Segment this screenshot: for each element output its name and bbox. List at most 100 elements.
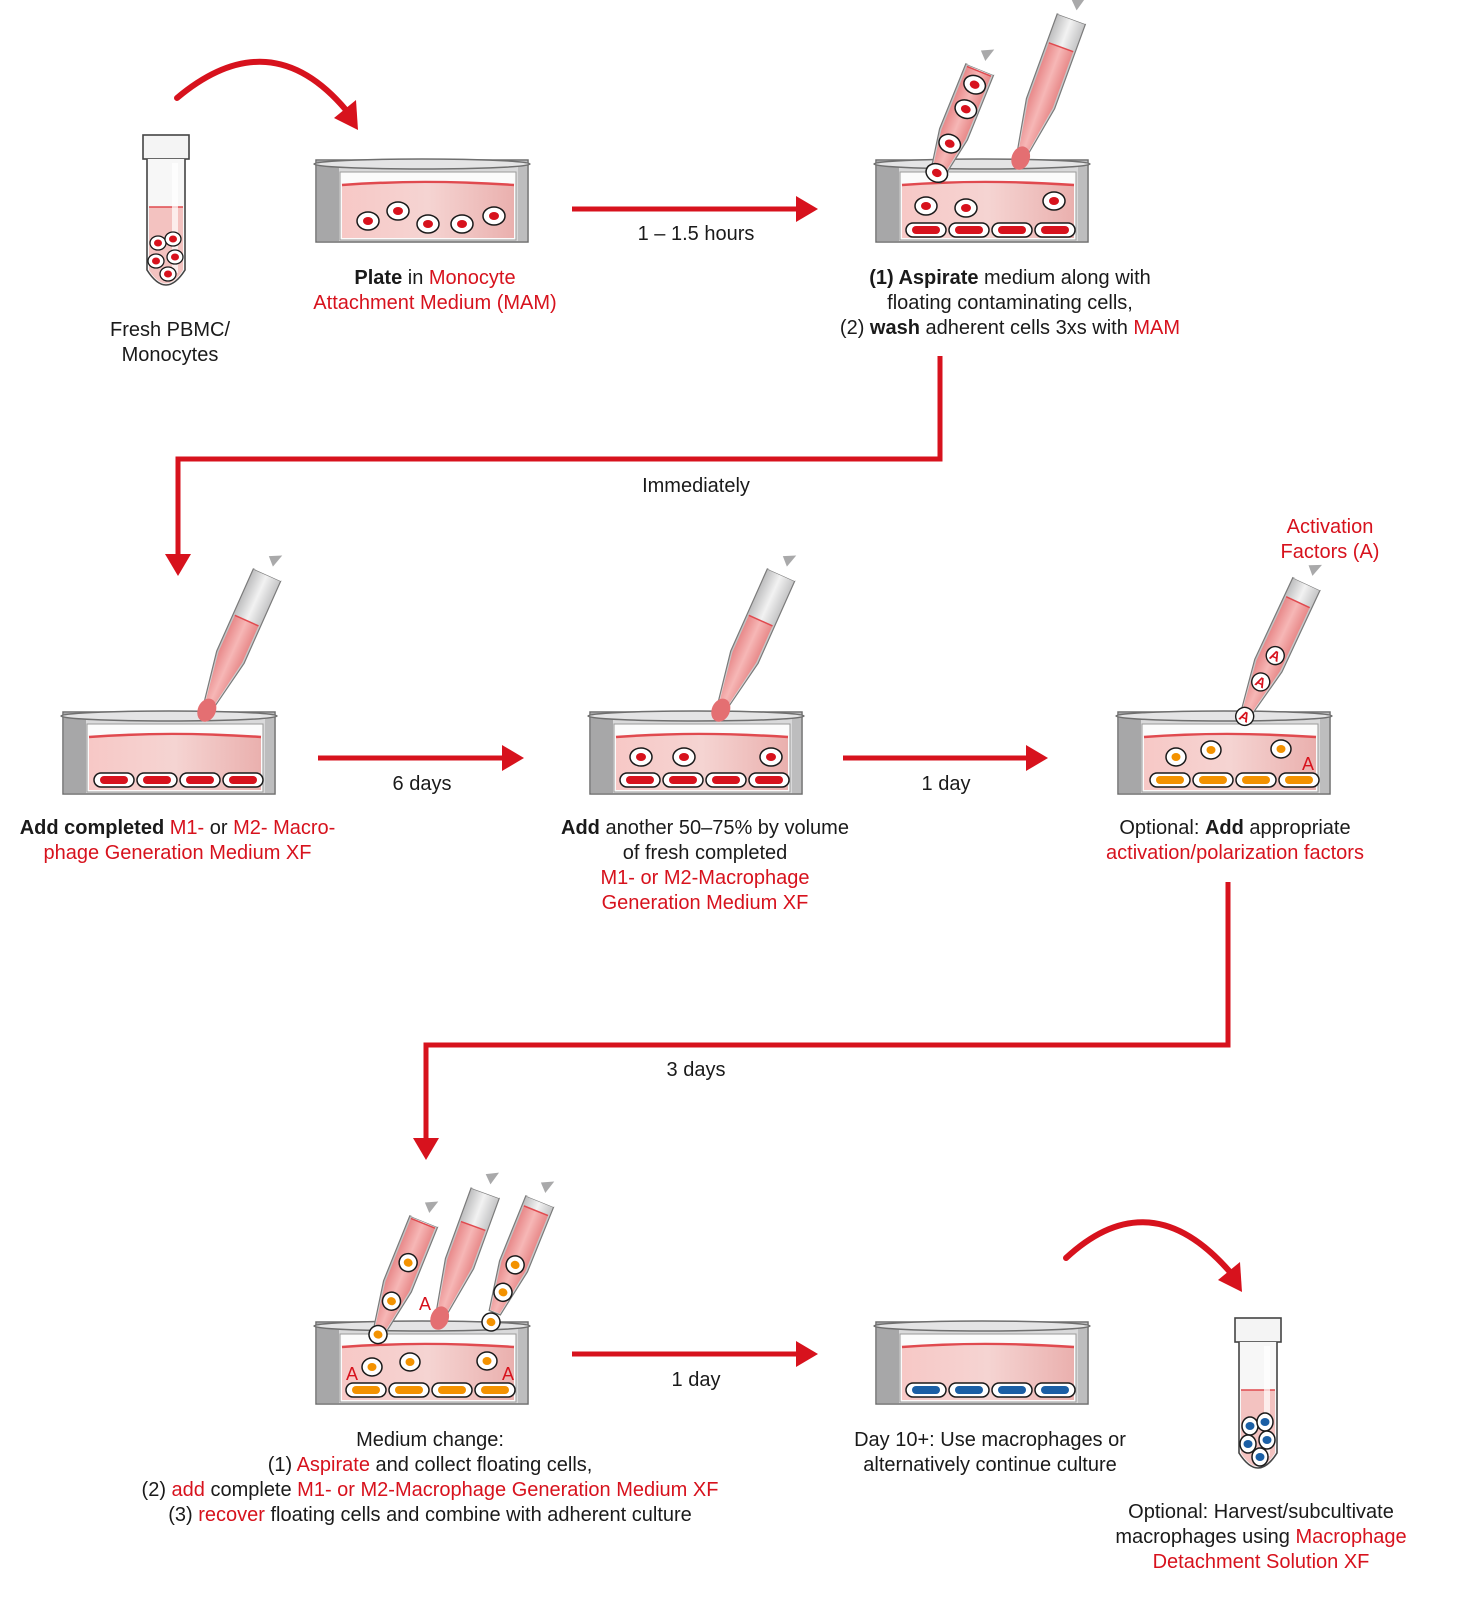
arrow-six-days	[318, 745, 524, 771]
dish-rim	[60, 710, 278, 722]
pipette-liquid	[1019, 42, 1074, 152]
liquid-drop	[430, 1306, 450, 1330]
cell-nucleus	[489, 212, 499, 220]
adherent-nucleus	[669, 776, 697, 784]
tube-cap	[142, 134, 190, 160]
cell-nucleus	[373, 1330, 383, 1339]
pipette-marker	[1308, 564, 1322, 576]
dish-wall-shade	[1078, 161, 1087, 241]
pipette-add-complete	[430, 1172, 503, 1330]
medium-surface	[341, 1342, 515, 1349]
adherent-nucleus	[438, 1386, 466, 1394]
cell-nucleus	[405, 1358, 415, 1366]
arrow-curve	[174, 58, 349, 113]
cell-nucleus	[961, 204, 971, 212]
pipette-cut	[1292, 577, 1324, 591]
adherent-nucleus	[955, 226, 983, 234]
dish-add-completed	[60, 710, 278, 795]
pipette-factors: AAA	[1234, 564, 1324, 727]
cell-nucleus	[1276, 745, 1286, 753]
arrow-head	[502, 745, 524, 771]
cell-nucleus	[171, 253, 179, 261]
cell-nucleus	[169, 235, 177, 243]
adherent-nucleus	[955, 1386, 983, 1394]
caption-add-another: Add another 50–75% by volume of fresh co…	[561, 817, 849, 914]
pipette-cut	[1057, 13, 1089, 25]
adherent-nucleus	[481, 1386, 509, 1394]
tube-harvest	[1234, 1317, 1282, 1469]
pipette-marker	[540, 1181, 555, 1193]
medium-surface	[901, 180, 1075, 187]
caption-plate: Plate in Monocyte Attachment Medium (MAM…	[313, 267, 557, 314]
factor-circle	[1251, 672, 1271, 692]
cell-nucleus	[363, 217, 373, 225]
liquid-drop	[1011, 146, 1031, 170]
cell-nucleus	[1255, 1453, 1265, 1461]
caption-activation-factors: Activation Factors (A)	[1280, 516, 1380, 563]
cell-nucleus	[944, 139, 955, 148]
factor-circle	[1265, 645, 1285, 666]
cell-nucleus	[498, 1288, 508, 1297]
dish-aspirate	[873, 158, 1091, 243]
pipette-cut	[409, 1215, 441, 1228]
dish-add-another	[587, 710, 805, 795]
cell-nucleus	[393, 207, 403, 215]
adherent-nucleus	[352, 1386, 380, 1394]
pipette-cut	[525, 1195, 557, 1208]
caption-harvest: Optional: Harvest/subcultivate macrophag…	[1115, 1501, 1407, 1573]
adherent-nucleus	[395, 1386, 423, 1394]
factor-circle	[1234, 706, 1255, 727]
medium-surface	[615, 732, 789, 739]
tube-highlight	[1264, 1346, 1270, 1456]
cell-nucleus	[1049, 197, 1059, 205]
pipette-liquid	[930, 66, 992, 182]
pipette-cut	[767, 568, 798, 582]
cell-nucleus	[636, 753, 646, 761]
dish-wall-shade	[317, 161, 339, 241]
adherent-nucleus	[1156, 776, 1184, 784]
cell-nucleus	[164, 270, 172, 278]
dish-wall-shade	[792, 713, 801, 793]
dish-wall-shade	[877, 161, 899, 241]
dish-rim	[873, 158, 1091, 170]
arrow-path	[175, 356, 943, 558]
adherent-nucleus	[912, 1386, 940, 1394]
liquid-meniscus	[523, 1205, 549, 1217]
liquid-meniscus	[460, 1220, 486, 1232]
liquid-drop	[197, 698, 217, 722]
pipette-add-another	[711, 555, 798, 722]
cell-nucleus	[931, 168, 942, 178]
pipette-marker	[485, 1172, 500, 1185]
liquid-meniscus	[1285, 596, 1311, 609]
factor-letter: A	[346, 1364, 358, 1384]
adherent-nucleus	[1199, 776, 1227, 784]
curved-arrow-to-plate	[174, 58, 358, 130]
arrow-one-day-b	[572, 1341, 818, 1367]
adherent-nucleus	[755, 776, 783, 784]
adherent-nucleus	[1285, 776, 1313, 784]
caption-day10: Day 10+: Use macrophages or alternativel…	[854, 1429, 1126, 1476]
cell-nucleus	[1171, 753, 1181, 761]
dish-wall-shade	[317, 1323, 339, 1403]
tube-cap	[1234, 1317, 1282, 1343]
cell-nucleus	[766, 753, 776, 761]
curved-arrow-to-harvest	[1063, 1219, 1242, 1292]
dish-wall-shade	[1320, 713, 1329, 793]
medium-surface	[1143, 732, 1317, 739]
arrow-head	[413, 1138, 439, 1160]
arrow-path	[423, 882, 1231, 1142]
dish-wall-shade	[265, 713, 274, 793]
dish-plate	[313, 158, 531, 243]
pipette-liquid	[719, 615, 773, 704]
pipette-marker	[782, 555, 797, 567]
pipette-marker	[980, 49, 995, 61]
cell-nucleus	[367, 1363, 377, 1371]
dish-wall-shade	[518, 1323, 527, 1403]
arrow-plating	[572, 196, 818, 222]
adherent-nucleus	[998, 1386, 1026, 1394]
arrow-head	[1218, 1262, 1242, 1292]
label-three-days: 3 days	[666, 1059, 726, 1081]
